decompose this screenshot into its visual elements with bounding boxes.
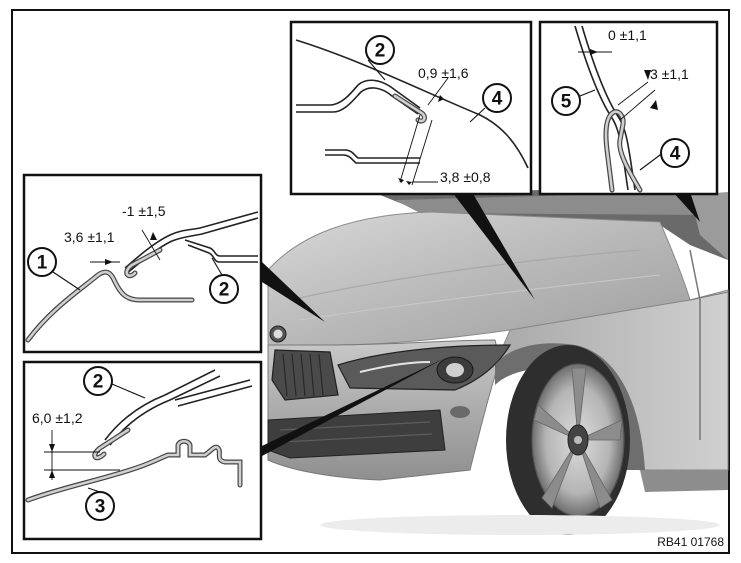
svg-text:3: 3: [95, 497, 106, 518]
svg-text:4: 4: [670, 144, 681, 165]
callout-3-left-bottom: 3: [85, 491, 115, 521]
outer-border: [11, 9, 730, 554]
svg-text:4: 4: [492, 89, 503, 110]
figure-code: RB41 01768: [657, 535, 724, 549]
car-illustration: [267, 185, 729, 535]
callout-5-top-right: 5: [551, 86, 581, 116]
dimension-minus-1-tolerance: -1 ±1,5: [122, 203, 166, 219]
inset-top-right: 5 4 0 ±1,1 3 ±1,1: [538, 20, 719, 196]
dimension-3-8-tolerance: 3,8 ±0,8: [440, 169, 491, 185]
svg-text:1: 1: [37, 253, 48, 274]
dimension-3-6-tolerance: 3,6 ±1,1: [64, 229, 115, 245]
inset-left-bottom: 2 3 6,0 ±1,2: [22, 360, 263, 541]
dimension-0-tolerance: 0 ±1,1: [608, 27, 647, 43]
dimension-3-tolerance: 3 ±1,1: [650, 66, 689, 82]
svg-text:2: 2: [93, 372, 104, 393]
svg-text:2: 2: [219, 280, 230, 301]
callout-2-left-bottom: 2: [83, 366, 113, 396]
dimension-0-9-tolerance: 0,9 ±1,6: [418, 65, 469, 81]
dimension-6-0-tolerance: 6,0 ±1,2: [32, 410, 83, 426]
inset-top-center: 2 4 0,9 ±1,6 3,8 ±0,8: [289, 20, 533, 196]
callout-4-top-right: 4: [660, 138, 690, 168]
svg-text:2: 2: [375, 41, 386, 62]
inset-left-middle: 1 2 3,6 ±1,1 -1 ±1,5: [22, 173, 263, 354]
callout-2-top-center: 2: [365, 35, 395, 65]
svg-text:5: 5: [561, 92, 572, 113]
pointer-wedges: [262, 192, 700, 456]
callout-1-left-middle: 1: [27, 247, 57, 277]
callout-4-top-center: 4: [482, 83, 512, 113]
callout-2-left-middle: 2: [209, 274, 239, 304]
